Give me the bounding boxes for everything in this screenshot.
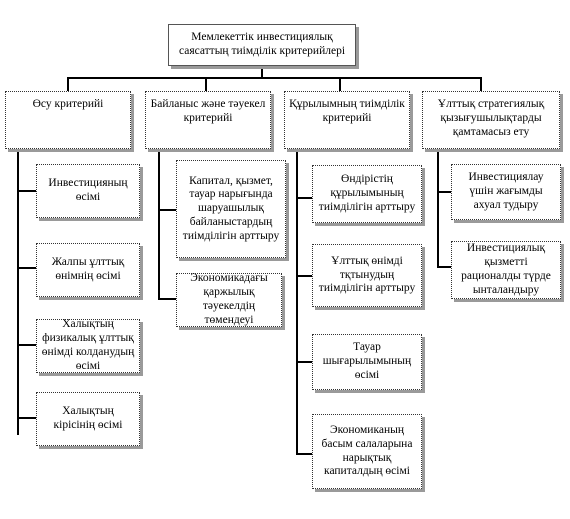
connector-col4-spine [437, 149, 439, 267]
connector-col1-branch-4 [17, 417, 36, 419]
connector-col2-branch-2 [158, 298, 176, 300]
connector-col3-branch-1 [296, 197, 312, 199]
connector-col3-branch-3 [296, 361, 312, 363]
connector-col1-branch-1 [17, 190, 36, 192]
criterion-box: Ұлттық өнімді тқтынудың тиімділігін артт… [312, 244, 422, 307]
category-header-structure: Құрылымның тиімділік критерийі [284, 91, 410, 149]
category-title: Байланыс және тәуекел критерийі [150, 98, 266, 124]
criterion-label: Инвестициялық қызметті рационалды түрде … [461, 242, 551, 296]
criterion-label: Тауар шығарылымының өсімі [322, 341, 412, 381]
connector-col4-branch-2 [437, 266, 451, 268]
criterion-box: Инвестициялық қызметті рационалды түрде … [451, 241, 561, 299]
connector-col3-spine [296, 149, 298, 454]
connector-col2-drop [205, 77, 207, 91]
criterion-box: Инвестициялау үшін жағымды ахуал тудыру [451, 164, 561, 220]
criterion-box: Халықтың физикалық ұлттық өнімді колдану… [36, 318, 140, 373]
category-title: Құрылымның тиімділік критерийі [289, 98, 405, 124]
category-header-link-risk: Байланыс және тәуекел критерийі [145, 91, 271, 149]
criterion-label: Халықтың кірісінің өсімі [53, 405, 123, 431]
criterion-box: Экономикадағы қаржылық тәуекелдің төменд… [176, 272, 282, 327]
criterion-label: Жалпы ұлттық өнімнің өсімі [51, 256, 125, 282]
criterion-box: Жалпы ұлттық өнімнің өсімі [36, 243, 140, 297]
criterion-box: Халықтың кірісінің өсімі [36, 392, 140, 446]
connector-col1-spine [17, 149, 19, 435]
criterion-label: Өндірістің құрылымының тиімділігін артты… [318, 173, 416, 213]
category-header-national-strategy: Ұлттық стратегиялық қызығушылықтарды қам… [422, 91, 560, 149]
category-header-growth: Өсу критерийі [5, 91, 131, 149]
connector-col2-spine [158, 149, 160, 299]
root-label: Мемлекеттік инвестициялық саясаттың тиім… [178, 31, 346, 57]
connector-top-bus [67, 77, 482, 79]
connector-col3-branch-4 [296, 453, 312, 455]
connector-col4-drop [480, 77, 482, 91]
connector-col1-branch-3 [17, 344, 36, 346]
criterion-box: Тауар шығарылымының өсімі [312, 334, 422, 390]
criterion-box: Экономиканың басым салаларына нарықтық к… [312, 414, 422, 489]
criterion-label: Инвестицияның өсімі [48, 177, 128, 203]
criterion-box: Өндірістің құрылымының тиімділігін артты… [312, 165, 422, 223]
criterion-label: Экономиканың басым салаларына нарықтық к… [321, 423, 413, 478]
criterion-box: Инвестицияның өсімі [36, 164, 140, 218]
category-title: Ұлттық стратегиялық қызығушылықтарды қам… [437, 98, 545, 138]
connector-col4-branch-1 [437, 191, 451, 193]
category-title: Өсу критерийі [32, 98, 104, 110]
criterion-label: Экономикадағы қаржылық тәуекелдің төменд… [190, 272, 268, 326]
connector-col3-drop [339, 77, 341, 91]
connector-col3-branch-2 [296, 275, 312, 277]
criterion-label: Капитал, қызмет, тауар нарығында шаруашы… [182, 174, 280, 242]
criterion-label: Инвестициялау үшін жағымды ахуал тудыру [468, 171, 544, 211]
connector-root-down [261, 66, 263, 78]
connector-col1-branch-2 [17, 267, 36, 269]
connector-col2-branch-1 [158, 209, 176, 211]
root-node: Мемлекеттік инвестициялық саясаттың тиім… [168, 24, 356, 66]
criterion-box: Капитал, қызмет, тауар нарығында шаруашы… [176, 160, 286, 258]
criterion-label: Халықтың физикалық ұлттық өнімді колдану… [41, 318, 135, 372]
criterion-label: Ұлттық өнімді тқтынудың тиімділігін артт… [318, 254, 416, 295]
connector-col1-drop [67, 77, 69, 91]
